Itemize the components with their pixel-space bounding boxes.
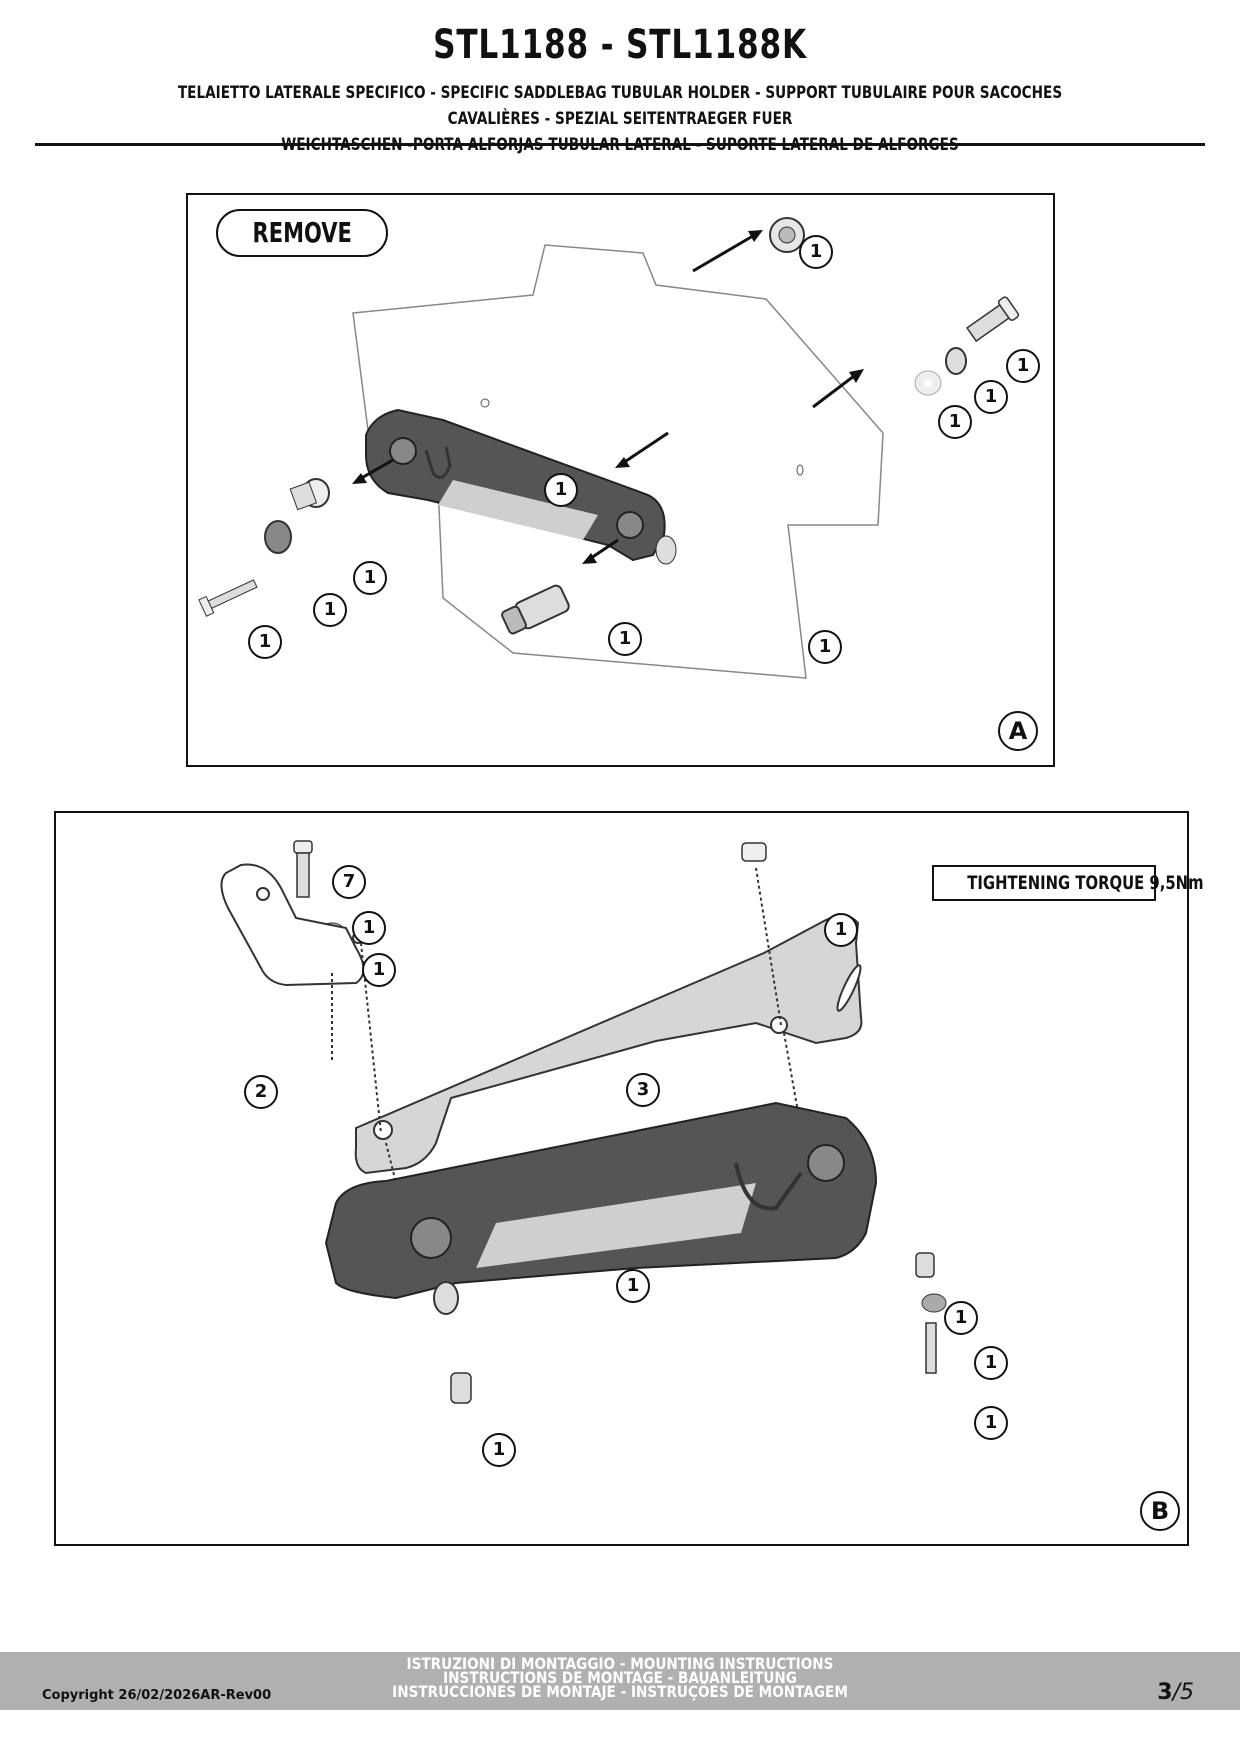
footer-instructions: ISTRUZIONI DI MONTAGGIO - MOUNTING INSTR… [320, 1654, 920, 1701]
callout-1-pin: 1 [608, 622, 642, 656]
callout-1-washer: 1 [362, 953, 396, 987]
callout-2-bracket: 2 [244, 1075, 278, 1109]
panel-a-illustration [198, 217, 1020, 679]
footer-line-1: ISTRUZIONI DI MONTAGGIO - MOUNTING INSTR… [406, 1654, 834, 1673]
callout-1-bolt: 1 [1006, 349, 1040, 383]
panel-a-letter: A [998, 711, 1038, 751]
callout-1-bottom-pin: 1 [482, 1433, 516, 1467]
page-total: /5 [1172, 1680, 1194, 1705]
subtitle-line-1: TELAIETTO LATERALE SPECIFICO - SPECIFIC … [177, 83, 1063, 129]
panel-b: TIGHTENING TORQUE 9,5Nm 7 1 1 2 1 3 1 1 … [54, 811, 1204, 1546]
callout-1-left-spacer: 1 [353, 561, 387, 595]
footer-line-3: INSTRUCCIONES DE MONTAJE - INSTRUÇÕES DE… [392, 1682, 848, 1701]
page-title: STL1188 - STL1188K [433, 22, 807, 68]
callout-1-spacer: 1 [974, 380, 1008, 414]
callout-7-bolt: 7 [332, 865, 366, 899]
page-number: 3/5 [1157, 1680, 1194, 1705]
callout-1-right-spacer: 1 [944, 1301, 978, 1335]
callout-1-plate: 1 [808, 630, 842, 664]
callout-1-left-bush: 1 [313, 593, 347, 627]
callout-1-nut: 1 [799, 235, 833, 269]
panel-b-illustration [220, 840, 947, 1404]
remove-label: REMOVE [216, 209, 388, 257]
callout-1-left-bolt: 1 [248, 625, 282, 659]
callout-1-right-bush: 1 [974, 1346, 1008, 1380]
callout-1-washer: 1 [938, 405, 972, 439]
footer-line-2: INSTRUCTIONS DE MONTAGE - BAUANLEITUNG [443, 1668, 797, 1687]
callout-3-plate: 3 [626, 1073, 660, 1107]
callout-1-right-bolt: 1 [974, 1406, 1008, 1440]
callout-1-nut: 1 [824, 913, 858, 947]
callout-1-bracket: 1 [544, 473, 578, 507]
torque-label: TIGHTENING TORQUE 9,5Nm [932, 865, 1204, 901]
panel-b-letter: B [1140, 1491, 1180, 1531]
callout-1-main-bracket: 1 [616, 1269, 650, 1303]
callout-1-lock-washer: 1 [352, 911, 386, 945]
page-current: 3 [1157, 1680, 1173, 1705]
page-subtitle: TELAIETTO LATERALE SPECIFICO - SPECIFIC … [140, 80, 1100, 158]
footer: Copyright 26/02/2026AR-Rev00 ISTRUZIONI … [0, 1652, 1240, 1710]
copyright: Copyright 26/02/2026AR-Rev00 [42, 1688, 272, 1703]
header-rule [35, 143, 1205, 146]
panel-a: REMOVE 1 1 1 1 1 1 1 1 1 1 A [186, 193, 1055, 767]
